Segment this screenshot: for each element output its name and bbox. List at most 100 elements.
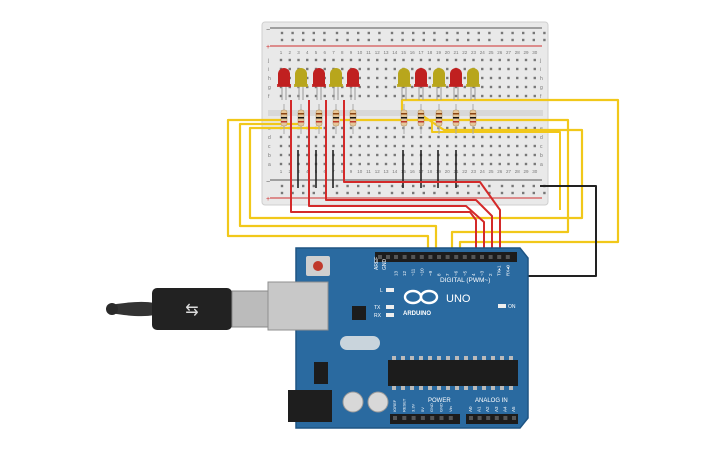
power-pin[interactable] bbox=[439, 416, 444, 420]
power-pin[interactable] bbox=[393, 416, 397, 420]
resistor[interactable] bbox=[435, 104, 443, 134]
hole bbox=[533, 58, 536, 62]
digital-pin[interactable] bbox=[445, 255, 450, 259]
resistor[interactable] bbox=[332, 104, 340, 134]
led-red[interactable] bbox=[277, 68, 291, 100]
hole bbox=[533, 144, 536, 148]
power-header[interactable] bbox=[390, 414, 460, 424]
digital-pin[interactable] bbox=[505, 255, 510, 259]
digital-header-pins[interactable] bbox=[378, 255, 510, 259]
wire-red-4[interactable] bbox=[343, 100, 501, 256]
hole bbox=[428, 144, 431, 148]
hole bbox=[376, 76, 379, 80]
digital-pin[interactable] bbox=[402, 255, 407, 259]
led-yellow[interactable] bbox=[294, 68, 308, 100]
row-letter: f bbox=[540, 94, 542, 100]
led-yellow[interactable] bbox=[397, 68, 411, 100]
rail-hole bbox=[522, 191, 525, 195]
hole bbox=[411, 162, 414, 166]
column-number: 2 bbox=[288, 50, 291, 55]
digital-pin[interactable] bbox=[437, 255, 441, 259]
power-pin[interactable] bbox=[402, 416, 407, 420]
led-red[interactable] bbox=[312, 68, 326, 100]
hole bbox=[367, 135, 370, 139]
digital-pin[interactable] bbox=[428, 255, 433, 259]
column-number: 8 bbox=[341, 169, 344, 174]
rail-hole bbox=[456, 184, 459, 188]
wire-yellow-5[interactable] bbox=[400, 98, 620, 256]
resistor[interactable] bbox=[417, 104, 425, 134]
resistor[interactable] bbox=[452, 104, 460, 134]
led-yellow[interactable] bbox=[432, 68, 446, 100]
resistor[interactable] bbox=[349, 104, 357, 134]
power-jack bbox=[288, 390, 332, 422]
hole bbox=[428, 94, 431, 98]
hole bbox=[411, 144, 414, 148]
led-array[interactable] bbox=[277, 68, 480, 134]
power-pin[interactable] bbox=[448, 416, 453, 420]
digital-pin-label: 12 bbox=[402, 270, 407, 276]
analog-pin[interactable] bbox=[512, 416, 516, 420]
led-yellow[interactable] bbox=[466, 68, 480, 100]
digital-label: DIGITAL (PWM~) bbox=[440, 277, 490, 284]
digital-pin[interactable] bbox=[480, 255, 484, 259]
analog-pin[interactable] bbox=[477, 416, 482, 420]
hole bbox=[367, 126, 370, 130]
wire-yellow-6[interactable] bbox=[431, 120, 561, 210]
header-pin[interactable] bbox=[378, 255, 382, 259]
wire-red-3[interactable] bbox=[325, 100, 493, 256]
led-red[interactable] bbox=[346, 68, 360, 100]
hole bbox=[306, 135, 309, 139]
digital-pin[interactable] bbox=[488, 255, 493, 259]
power-pin[interactable] bbox=[411, 416, 416, 420]
capacitor-2 bbox=[367, 391, 389, 413]
resistor[interactable] bbox=[469, 104, 477, 134]
resistor[interactable] bbox=[297, 104, 305, 134]
led-red[interactable] bbox=[449, 68, 463, 100]
analog-pin-label: A1 bbox=[477, 406, 482, 412]
reset-button-cap[interactable] bbox=[313, 261, 323, 271]
analog-pin[interactable] bbox=[503, 416, 508, 420]
wire-red-1[interactable] bbox=[290, 100, 477, 256]
digital-pin[interactable] bbox=[471, 255, 476, 259]
digital-pin[interactable] bbox=[419, 255, 424, 259]
header-pin[interactable] bbox=[386, 255, 390, 259]
column-number: 7 bbox=[332, 50, 335, 55]
analog-header[interactable] bbox=[466, 414, 518, 424]
digital-pin[interactable] bbox=[454, 255, 459, 259]
hole bbox=[384, 153, 388, 157]
rx-led bbox=[386, 313, 394, 317]
digital-pin[interactable] bbox=[394, 255, 398, 259]
rail-hole bbox=[323, 184, 326, 188]
digital-pin-label: 4 bbox=[471, 273, 476, 276]
usb-cable[interactable]: ⇆ bbox=[106, 288, 273, 330]
led-yellow[interactable] bbox=[329, 68, 343, 100]
hole bbox=[419, 144, 423, 148]
wire-yellow-3[interactable] bbox=[248, 113, 584, 220]
digital-pin[interactable] bbox=[462, 255, 467, 259]
column-number: 21 bbox=[453, 50, 459, 55]
resistor[interactable] bbox=[315, 104, 323, 134]
analog-pin[interactable] bbox=[486, 416, 491, 420]
hole bbox=[507, 135, 510, 139]
power-pin[interactable] bbox=[430, 416, 435, 420]
wire-yellow-4[interactable] bbox=[340, 118, 570, 256]
column-number: 4 bbox=[306, 50, 309, 55]
wire-red-2[interactable] bbox=[308, 100, 485, 256]
wire-yellow-2[interactable] bbox=[238, 122, 438, 256]
wire-yellow-1[interactable] bbox=[226, 118, 430, 256]
rail-hole bbox=[378, 31, 381, 35]
power-pin[interactable] bbox=[420, 416, 425, 420]
led-red[interactable] bbox=[414, 68, 428, 100]
digital-pin[interactable] bbox=[411, 255, 416, 259]
analog-pin[interactable] bbox=[469, 416, 473, 420]
row-letter: f bbox=[268, 94, 270, 100]
resistor[interactable] bbox=[280, 104, 288, 134]
resistor[interactable] bbox=[400, 104, 408, 134]
digital-pin[interactable] bbox=[497, 255, 502, 259]
analog-pin-label: A4 bbox=[502, 406, 507, 412]
analog-pin[interactable] bbox=[494, 416, 499, 420]
